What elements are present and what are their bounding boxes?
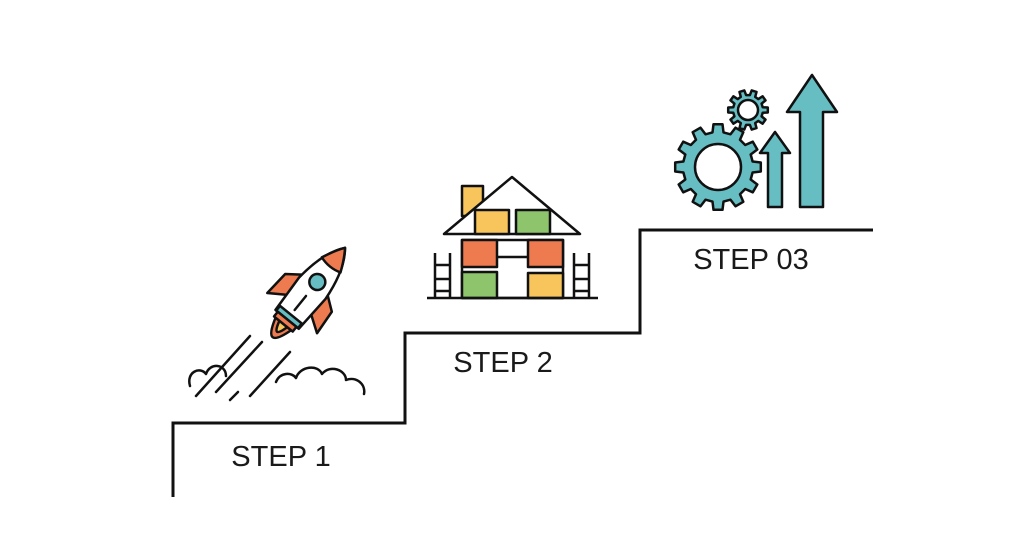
step-3-label: STEP 03 (693, 244, 809, 276)
staircase-line (171, 228, 873, 497)
small-up-arrow-icon (758, 130, 792, 209)
rocket-icon (188, 246, 366, 402)
step-2-label: STEP 2 (453, 347, 552, 379)
ladder-icon (433, 253, 591, 298)
house-building-icon (427, 175, 598, 300)
step-1-label: STEP 1 (231, 441, 330, 473)
gears-growth-arrows-icon (673, 73, 839, 212)
smoke-cloud-icon (188, 334, 366, 402)
large-up-arrow-icon (785, 73, 839, 209)
